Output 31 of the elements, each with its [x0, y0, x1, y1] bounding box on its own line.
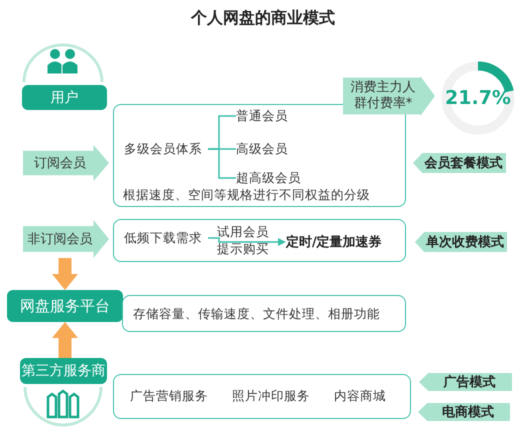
percentage-value: 21.7% — [444, 87, 512, 109]
tag-label: 会员套餐模式 — [413, 153, 506, 173]
content-panel — [113, 374, 411, 419]
arrow-tag: 消费主力人群付费率* — [343, 76, 435, 116]
panel-text: 广告营销服务 — [130, 388, 208, 405]
arrow-tag: 订阅会员 — [23, 145, 109, 181]
tag-label: 单次收费模式 — [415, 232, 507, 252]
panel-text: 存储容量、传输速度、文件处理、相册功能 — [133, 306, 380, 323]
role-label: 用户 — [22, 85, 107, 110]
tag-label: 电商模式 — [418, 403, 510, 421]
arrow — [52, 258, 78, 290]
edge-label: 试用会员提示购买 — [217, 223, 269, 257]
panel-text: 内容商城 — [334, 388, 386, 405]
tag-label: 广告模式 — [419, 373, 512, 391]
role-label: 第三方服务商 — [20, 358, 107, 384]
content-panel — [122, 295, 406, 332]
panel-text: 超高级会员 — [236, 170, 316, 186]
panel-text: 普通会员 — [236, 108, 306, 124]
panel-text: 多级会员体系 — [124, 141, 208, 157]
arrow-tag: 非订阅会员 — [23, 220, 109, 258]
panel-text: 定时/定量加速券 — [286, 234, 391, 250]
arrow — [208, 237, 286, 246]
panel-text: 根据速度、空间等规格进行不同权益的分级 — [123, 187, 370, 204]
panel-text: 低频下载需求 — [124, 230, 208, 246]
panel-text: 照片冲印服务 — [232, 388, 310, 405]
panel-text: 高级会员 — [236, 141, 306, 157]
content-panel — [113, 219, 406, 262]
arrow — [52, 322, 78, 358]
platform-label: 网盘服务平台 — [7, 290, 123, 322]
bracket-line — [208, 148, 236, 179]
diagram-title: 个人网盘的商业模式 — [190, 8, 336, 29]
